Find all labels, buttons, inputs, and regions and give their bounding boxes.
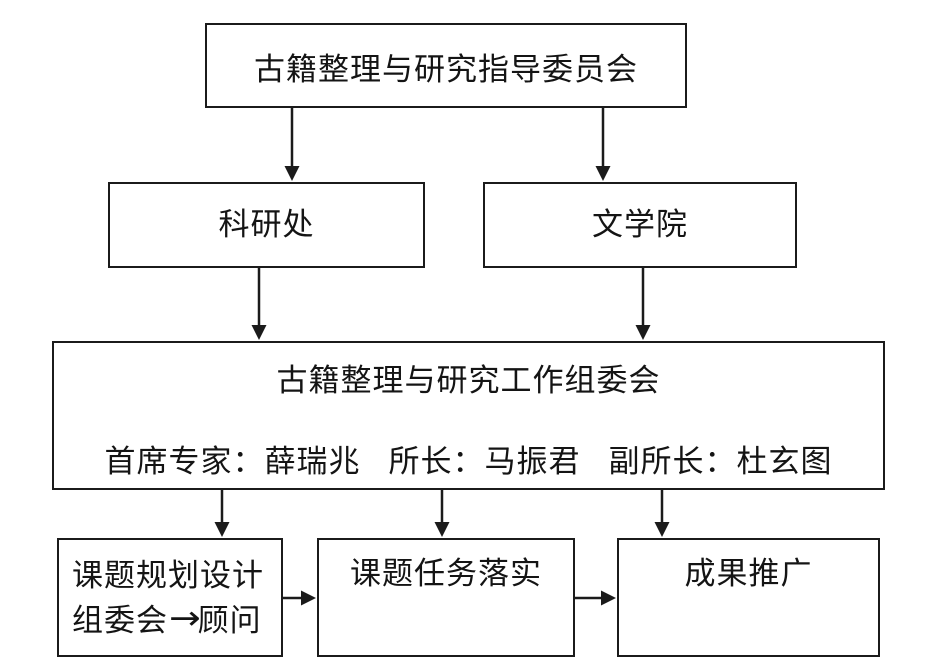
arrow-workgroup-to-planning-icon [214,490,230,537]
working-committee-title: 古籍整理与研究工作组委会 [276,363,661,398]
steering-committee-label: 古籍整理与研究指导委员会 [254,52,638,88]
node-steering-committee: 古籍整理与研究指导委员会 [205,23,687,108]
planning-committee-line1: 课题规划设计 [72,558,264,593]
node-working-committee: 古籍整理与研究工作组委会 首席专家：薛瑞兆 所长：马振君 副所长：杜玄图 [52,341,885,490]
node-results-promotion: 成果推广 [617,538,880,657]
results-promotion-label: 成果推广 [684,556,813,591]
arrow-literature-to-workgroup-icon [635,268,651,340]
task-implementation-label: 课题任务落实 [350,556,542,591]
node-research-office: 科研处 [108,182,425,268]
director-label: 所长：马振君 [388,443,581,479]
deputy-director-label: 副所长：杜玄图 [608,443,833,479]
right-arrow-icon: → [169,598,201,637]
planning-committee-line2-left: 组委会 [72,603,168,638]
node-planning-committee: 课题规划设计 组委会→顾问 [57,538,283,657]
arrow-workgroup-to-tasks-icon [434,490,450,537]
arrow-research-to-workgroup-icon [251,268,267,340]
arrow-tasks-to-results-icon [575,590,616,606]
arrow-steering-to-research-icon [284,108,300,181]
arrow-planning-to-tasks-icon [283,590,316,606]
literature-school-label: 文学院 [592,206,688,242]
chief-expert-label: 首席专家：薛瑞兆 [104,443,361,479]
arrow-steering-to-literature-icon [595,108,611,181]
node-literature-school: 文学院 [483,182,797,268]
planning-committee-line2: 组委会→顾问 [72,598,281,643]
node-task-implementation: 课题任务落实 [317,538,575,657]
arrow-workgroup-to-results-icon [654,490,670,537]
planning-committee-line2-right: 顾问 [197,603,262,638]
research-office-label: 科研处 [218,206,315,242]
working-committee-members: 首席专家：薛瑞兆 所长：马振君 副所长：杜玄图 [105,443,833,482]
